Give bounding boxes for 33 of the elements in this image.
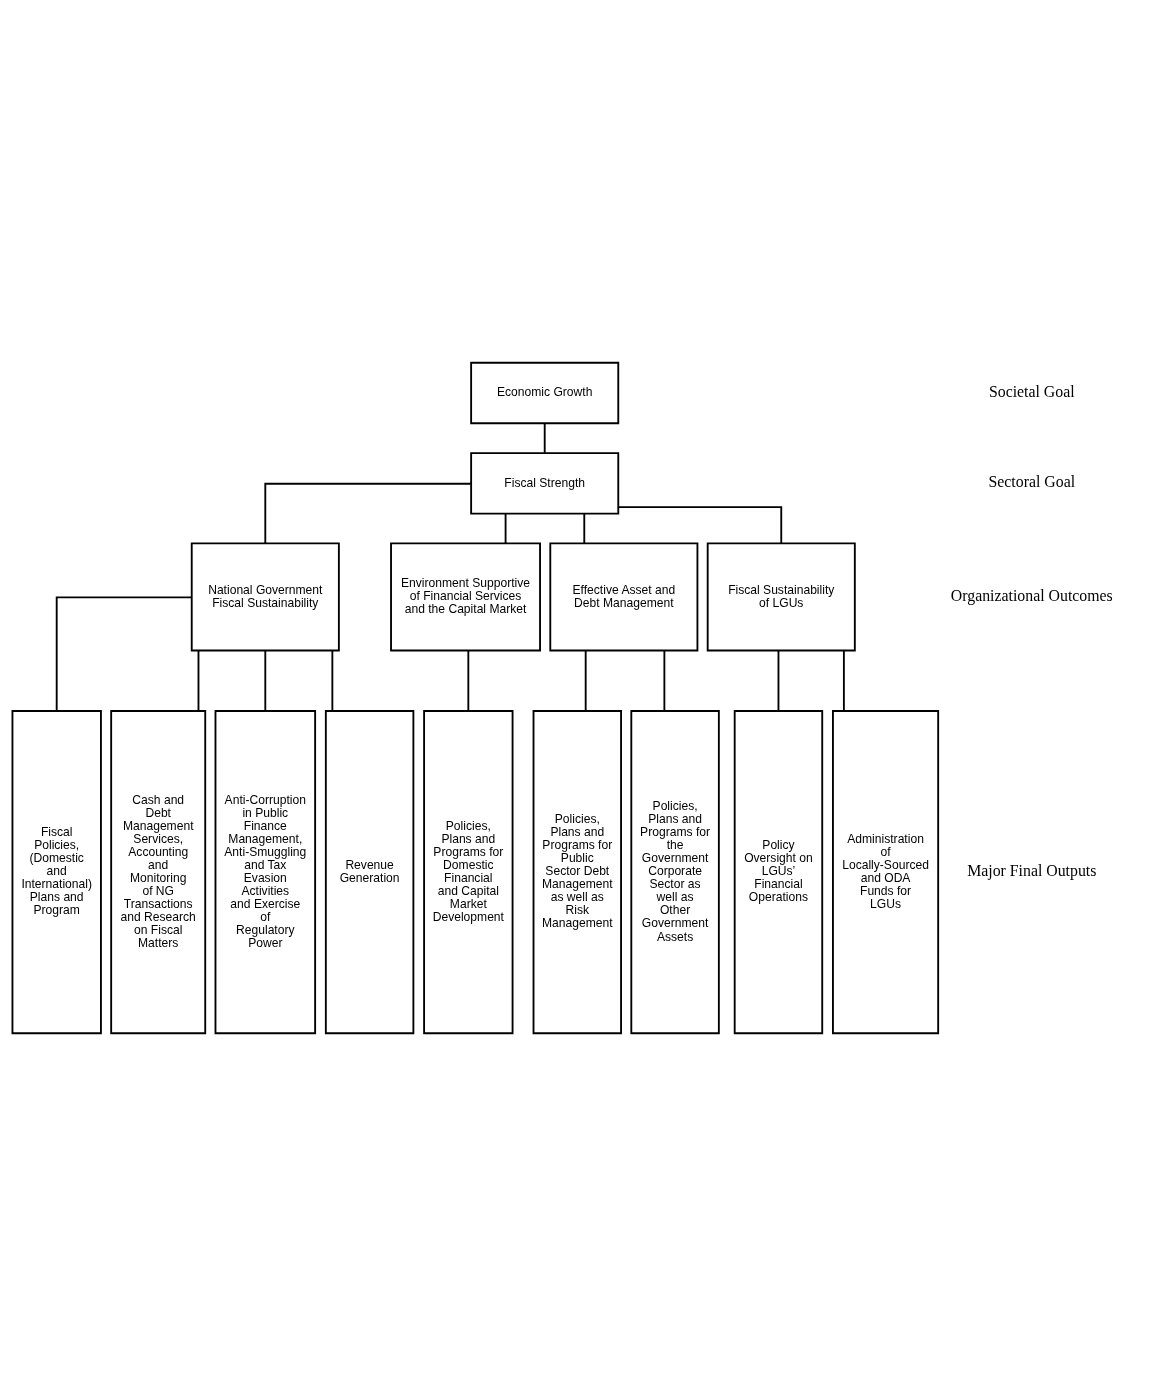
connector bbox=[331, 649, 334, 712]
connector bbox=[617, 506, 783, 545]
node-box: Administration of Locally-Sourced and ODA Funds for LGUs bbox=[832, 710, 940, 1035]
connector bbox=[197, 649, 200, 712]
connector bbox=[504, 512, 507, 545]
connector bbox=[264, 482, 472, 545]
connector bbox=[663, 649, 666, 712]
connector bbox=[583, 512, 586, 545]
connector bbox=[777, 649, 780, 712]
label: Sectoral Goal bbox=[988, 473, 1076, 491]
connector bbox=[543, 422, 546, 454]
connector bbox=[55, 596, 193, 712]
connector bbox=[467, 649, 470, 712]
node-box: Policies, Plans and Programs for the Government Corporate Sector as well as Other Government Assets bbox=[630, 710, 720, 1035]
node-box: Policy Oversight on LGUs’ Financial Operations bbox=[733, 710, 824, 1035]
label: Major Final Outputs bbox=[967, 861, 1097, 879]
label: Societal Goal bbox=[988, 382, 1075, 400]
connector bbox=[842, 649, 845, 712]
node-box: Anti-Corruption in Public Finance Management, Anti-Smuggling and Tax Evasion Activities and Exercise of Regulatory Power bbox=[214, 710, 317, 1035]
node-box: Cash and Debt Management Services, Accounting and Monitoring of NG Transactions and Research on Fiscal Matters bbox=[110, 710, 207, 1035]
label: Organizational Outcomes bbox=[950, 586, 1113, 604]
node-box: National Government Fiscal Sustainability bbox=[190, 542, 340, 652]
node-box: Fiscal Strength bbox=[470, 452, 620, 515]
node-box: Fiscal Sustainability of LGUs bbox=[706, 542, 856, 652]
node-box: Effective Asset and Debt Management bbox=[549, 542, 699, 652]
node-box: Policies, Plans and Programs for Domestic Financial and Capital Market Development bbox=[423, 710, 514, 1035]
node-box: Environment Supportive of Financial Services and the Capital Market bbox=[390, 542, 541, 652]
connector bbox=[264, 649, 267, 712]
node-box: Policies, Plans and Programs for Public Sector Debt Management as well as Risk Management bbox=[532, 710, 622, 1035]
node-box: Fiscal Policies, (Domestic and International) Plans and Program bbox=[11, 710, 102, 1035]
node-box: Economic Growth bbox=[470, 361, 620, 425]
connector bbox=[584, 649, 587, 712]
node-box: Revenue Generation bbox=[324, 710, 415, 1035]
